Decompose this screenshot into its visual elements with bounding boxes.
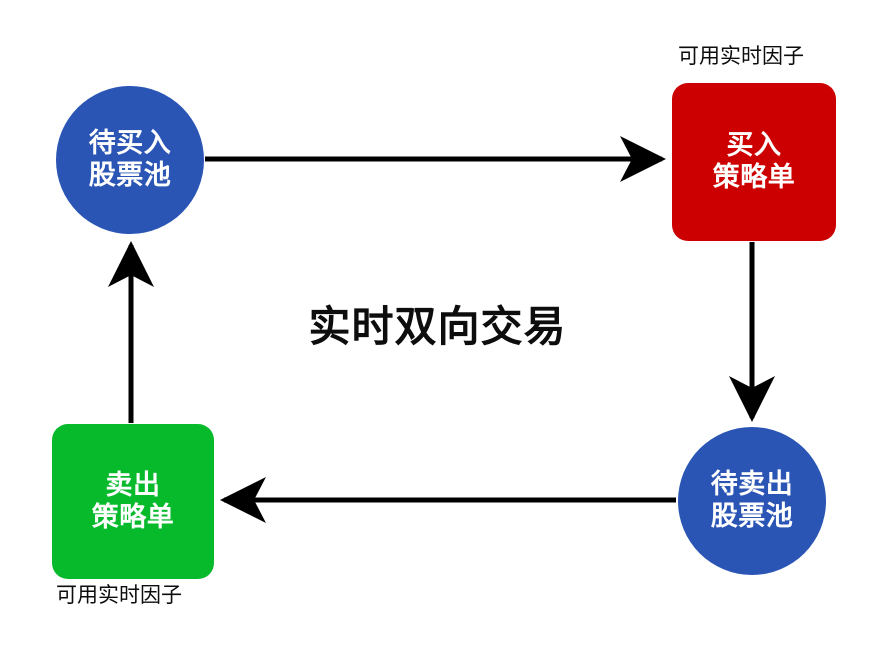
node-order-buy-line2: 策略单 xyxy=(712,162,796,192)
caption-order-buy: 可用实时因子 xyxy=(678,45,804,68)
node-order-buy-line1: 买入 xyxy=(726,130,782,161)
node-pool-buy[interactable]: 待买入 股票池 xyxy=(56,86,204,234)
node-order-sell-line1: 卖出 xyxy=(105,469,161,500)
diagram-title: 实时双向交易 xyxy=(308,303,567,350)
node-pool-buy-line2: 股票池 xyxy=(88,160,172,190)
node-order-sell[interactable]: 卖出 策略单 xyxy=(52,424,214,579)
node-order-sell-line2: 策略单 xyxy=(91,501,175,532)
node-pool-buy-line1: 待买入 xyxy=(88,128,172,159)
node-pool-sell-line2: 股票池 xyxy=(710,501,794,531)
node-pool-sell-line1: 待卖出 xyxy=(710,469,794,500)
node-pool-sell[interactable]: 待卖出 股票池 xyxy=(678,427,826,575)
caption-order-sell: 可用实时因子 xyxy=(56,584,182,607)
node-order-buy[interactable]: 买入 策略单 xyxy=(672,83,836,241)
